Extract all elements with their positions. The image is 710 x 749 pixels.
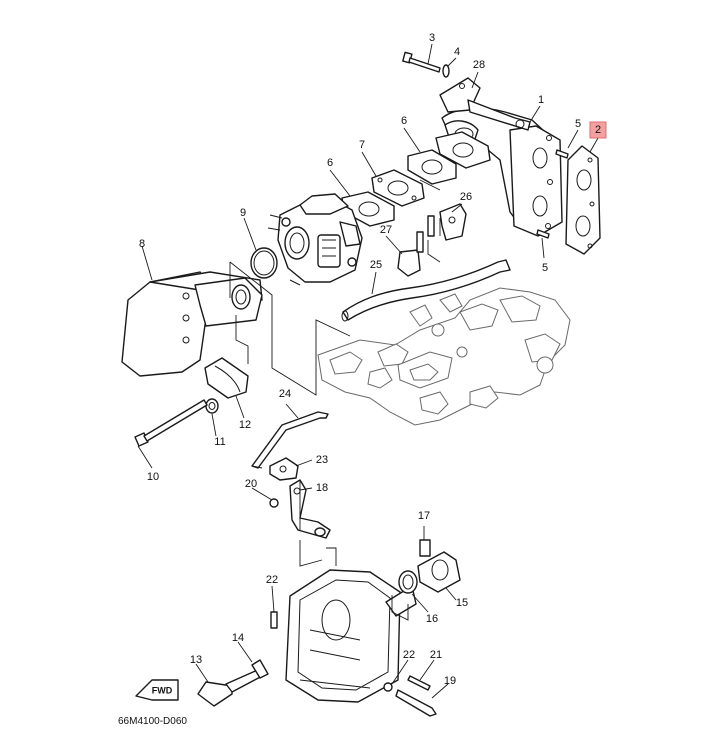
- callout-27: 27: [380, 224, 392, 236]
- pin-part-14: [251, 659, 269, 679]
- callout-22-right: 22: [403, 649, 415, 661]
- callout-8: 8: [139, 238, 145, 250]
- callouts: 3 4 28 1 5 2 6 6 7 26 9 27 8 25 5 24 11 …: [139, 32, 601, 687]
- engine-block: [317, 287, 571, 426]
- callout-10: 10: [147, 471, 159, 483]
- pin-part-5-upper: [555, 149, 569, 159]
- callout-28: 28: [473, 59, 485, 71]
- callout-1: 1: [538, 94, 544, 106]
- callout-26: 26: [460, 191, 472, 203]
- joint-part-15: [417, 551, 461, 593]
- screw-part-22-left: [270, 611, 278, 629]
- callout-22-left: 22: [266, 574, 278, 586]
- callout-11: 11: [214, 436, 225, 448]
- leader-lines: [137, 43, 599, 699]
- bolt-part-3: [402, 51, 441, 73]
- callout-6-lower: 6: [327, 157, 333, 169]
- callout-18: 18: [316, 482, 328, 494]
- insulator-part-7: [371, 169, 425, 207]
- callout-4: 4: [454, 46, 460, 58]
- callout-2: 2: [595, 124, 601, 136]
- pin-part-5-lower: [536, 229, 550, 239]
- fwd-label: FWD: [152, 685, 173, 695]
- callout-6-upper: 6: [401, 115, 407, 127]
- bolt-part-19: [395, 689, 437, 717]
- callout-17: 17: [418, 510, 430, 522]
- clip-part-26: [439, 203, 467, 241]
- callout-12: 12: [239, 419, 251, 431]
- washer-part-20: [269, 498, 279, 508]
- callout-5-upper: 5: [575, 118, 581, 130]
- rod-part-24: [251, 411, 329, 469]
- callout-14: 14: [232, 632, 244, 644]
- diagram-code: 66M4100-D060: [118, 716, 187, 727]
- screw-part-17: [419, 539, 431, 557]
- callout-7: 7: [359, 139, 365, 151]
- callout-5-lower: 5: [542, 262, 548, 274]
- assembly-lines: [229, 179, 441, 621]
- carburetor: [267, 193, 363, 286]
- gasket-part-6-mid: [407, 149, 457, 185]
- callout-23: 23: [316, 454, 328, 466]
- bolt-part-10: [134, 399, 208, 447]
- screw-part-22-right: [383, 682, 393, 692]
- callout-19: 19: [444, 675, 456, 687]
- bracket-part-28: [439, 77, 531, 131]
- joint-part-23: [269, 457, 299, 481]
- callout-20: 20: [245, 478, 257, 490]
- gasket-part-2: [565, 145, 601, 255]
- clip-part-21: [407, 675, 431, 691]
- o-ring-part-9: [250, 247, 278, 279]
- callout-15: 15: [456, 597, 468, 609]
- callout-25: 25: [370, 259, 382, 271]
- lower-silencer-box: [285, 569, 417, 703]
- grommet-part-11: [205, 398, 219, 414]
- hose-part-25: [341, 259, 511, 322]
- silencer-part-8: [121, 271, 263, 377]
- callout-9: 9: [240, 207, 246, 219]
- washer-part-4: [442, 64, 450, 78]
- callout-24: 24: [279, 388, 291, 400]
- knob-part-13: [197, 667, 267, 707]
- gasket-part-16: [398, 570, 418, 594]
- callout-16: 16: [426, 613, 438, 625]
- bracket-part-12: [204, 357, 249, 399]
- clip-part-27: [397, 249, 421, 277]
- callout-21: 21: [430, 649, 442, 661]
- fwd-arrow-icon: FWD: [135, 679, 179, 701]
- callout-13: 13: [190, 654, 202, 666]
- screw-parts-26-27: [416, 215, 435, 253]
- callout-3: 3: [429, 32, 435, 44]
- highlight-marker-part-2: [589, 121, 607, 139]
